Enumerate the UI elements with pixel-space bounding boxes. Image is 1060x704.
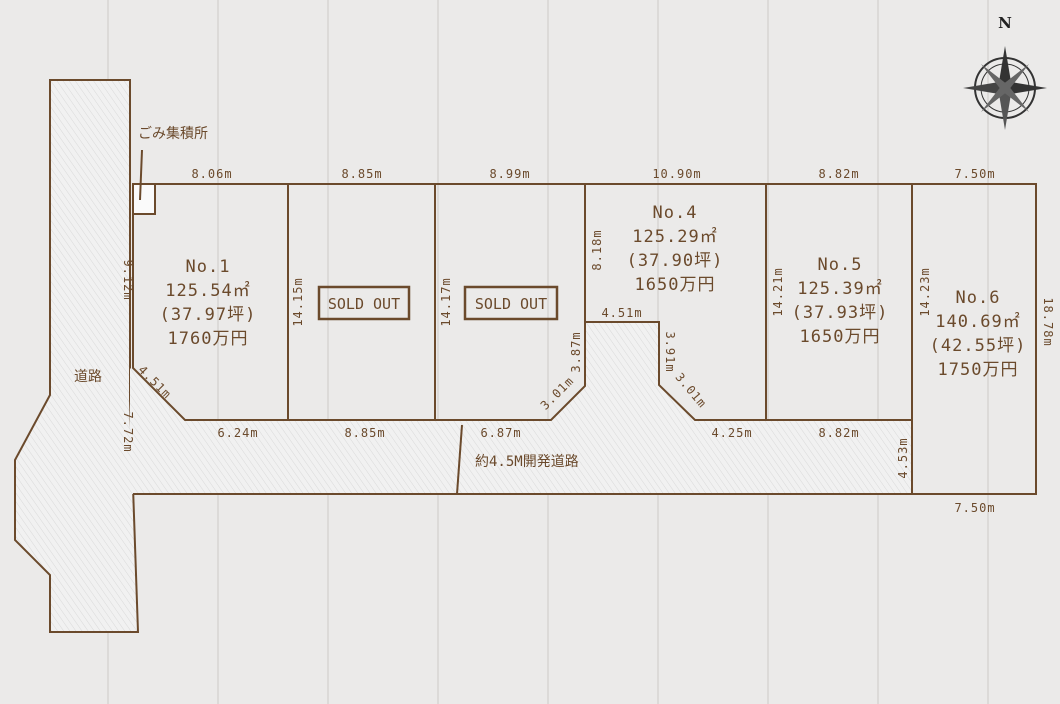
lot-number: No.6	[956, 288, 1001, 308]
lot-number: No.1	[186, 257, 231, 277]
lot-1-info: No.1 125.54㎡ (37.97坪) 1760万円	[160, 257, 257, 349]
compass-north-label: N	[998, 14, 1012, 32]
sold-out-badge-2	[317, 285, 411, 321]
lot-3[interactable]	[434, 183, 586, 421]
lot-3-status: SOLD OUT	[475, 295, 547, 313]
lot-price: 1750万円	[938, 360, 1019, 380]
lot-tsubo: (42.55坪)	[930, 336, 1027, 356]
dim-bottom-1: 6.24m	[217, 426, 258, 440]
road-marker-line	[456, 424, 463, 495]
dim-top-6: 7.50m	[954, 167, 995, 181]
dim-lot6-right: 18.78m	[1041, 297, 1055, 346]
lot-area: 125.54㎡	[165, 281, 250, 301]
dim-bottom-2: 8.85m	[344, 426, 385, 440]
dim-top-4: 10.90m	[652, 167, 701, 181]
lot-number: No.4	[653, 203, 698, 223]
lot-price: 1760万円	[168, 329, 249, 349]
dim-bottom-5: 8.82m	[818, 426, 859, 440]
lot-area: 125.39㎡	[797, 279, 882, 299]
lot-2-status: SOLD OUT	[328, 295, 400, 313]
dim-top-1: 8.06m	[191, 167, 232, 181]
dim-lot5-depth: 14.21m	[771, 267, 785, 316]
dim-lot2-depth: 14.15m	[291, 277, 305, 326]
dev-road-label: 約4.5M開発道路	[475, 454, 579, 470]
lot-area: 125.29㎡	[632, 227, 717, 247]
garbage-station	[132, 183, 156, 215]
dim-top-3: 8.99m	[489, 167, 530, 181]
dim-bottom-3: 6.87m	[480, 426, 521, 440]
lot-4-info: No.4 125.29㎡ (37.90坪) 1650万円	[627, 203, 724, 295]
lot-tsubo: (37.90坪)	[627, 251, 724, 271]
dim-bottom-6: 7.50m	[954, 501, 995, 515]
lot-price: 1650万円	[635, 275, 716, 295]
dim-lot3-depth: 14.17m	[439, 277, 453, 326]
dim-bottom-4: 4.25m	[711, 426, 752, 440]
dim-top-2: 8.85m	[341, 167, 382, 181]
lot-tsubo: (37.97坪)	[160, 305, 257, 325]
road-label: 道路	[74, 369, 102, 385]
development-road	[130, 322, 912, 494]
garbage-label: ごみ集積所	[138, 125, 208, 142]
dim-road-side: 7.72m	[121, 411, 135, 452]
dim-lot1-left: 9.12m	[121, 259, 135, 300]
dim-lot4-notch-top: 4.51m	[601, 306, 642, 320]
lot-6-info: No.6 140.69㎡ (42.55坪) 1750万円	[930, 288, 1027, 380]
lot-6[interactable]	[911, 183, 1037, 495]
lot-price: 1650万円	[800, 327, 881, 347]
sold-out-badge-3	[463, 285, 559, 321]
lot-number: No.5	[818, 255, 863, 275]
dim-lot6-depth: 14.23m	[918, 267, 932, 316]
dim-road-end: 4.53m	[896, 437, 910, 478]
dim-lot3-right: 3.87m	[569, 331, 583, 372]
lot-area: 140.69㎡	[935, 312, 1020, 332]
dim-top-5: 8.82m	[818, 167, 859, 181]
lot-tsubo: (37.93坪)	[792, 303, 889, 323]
main-road	[14, 79, 140, 633]
dim-lot4-left: 8.18m	[590, 229, 604, 270]
dim-lot4-notch-side: 3.91m	[663, 331, 677, 372]
lot-5-info: No.5 125.39㎡ (37.93坪) 1650万円	[792, 255, 889, 347]
compass-icon	[963, 46, 1047, 130]
